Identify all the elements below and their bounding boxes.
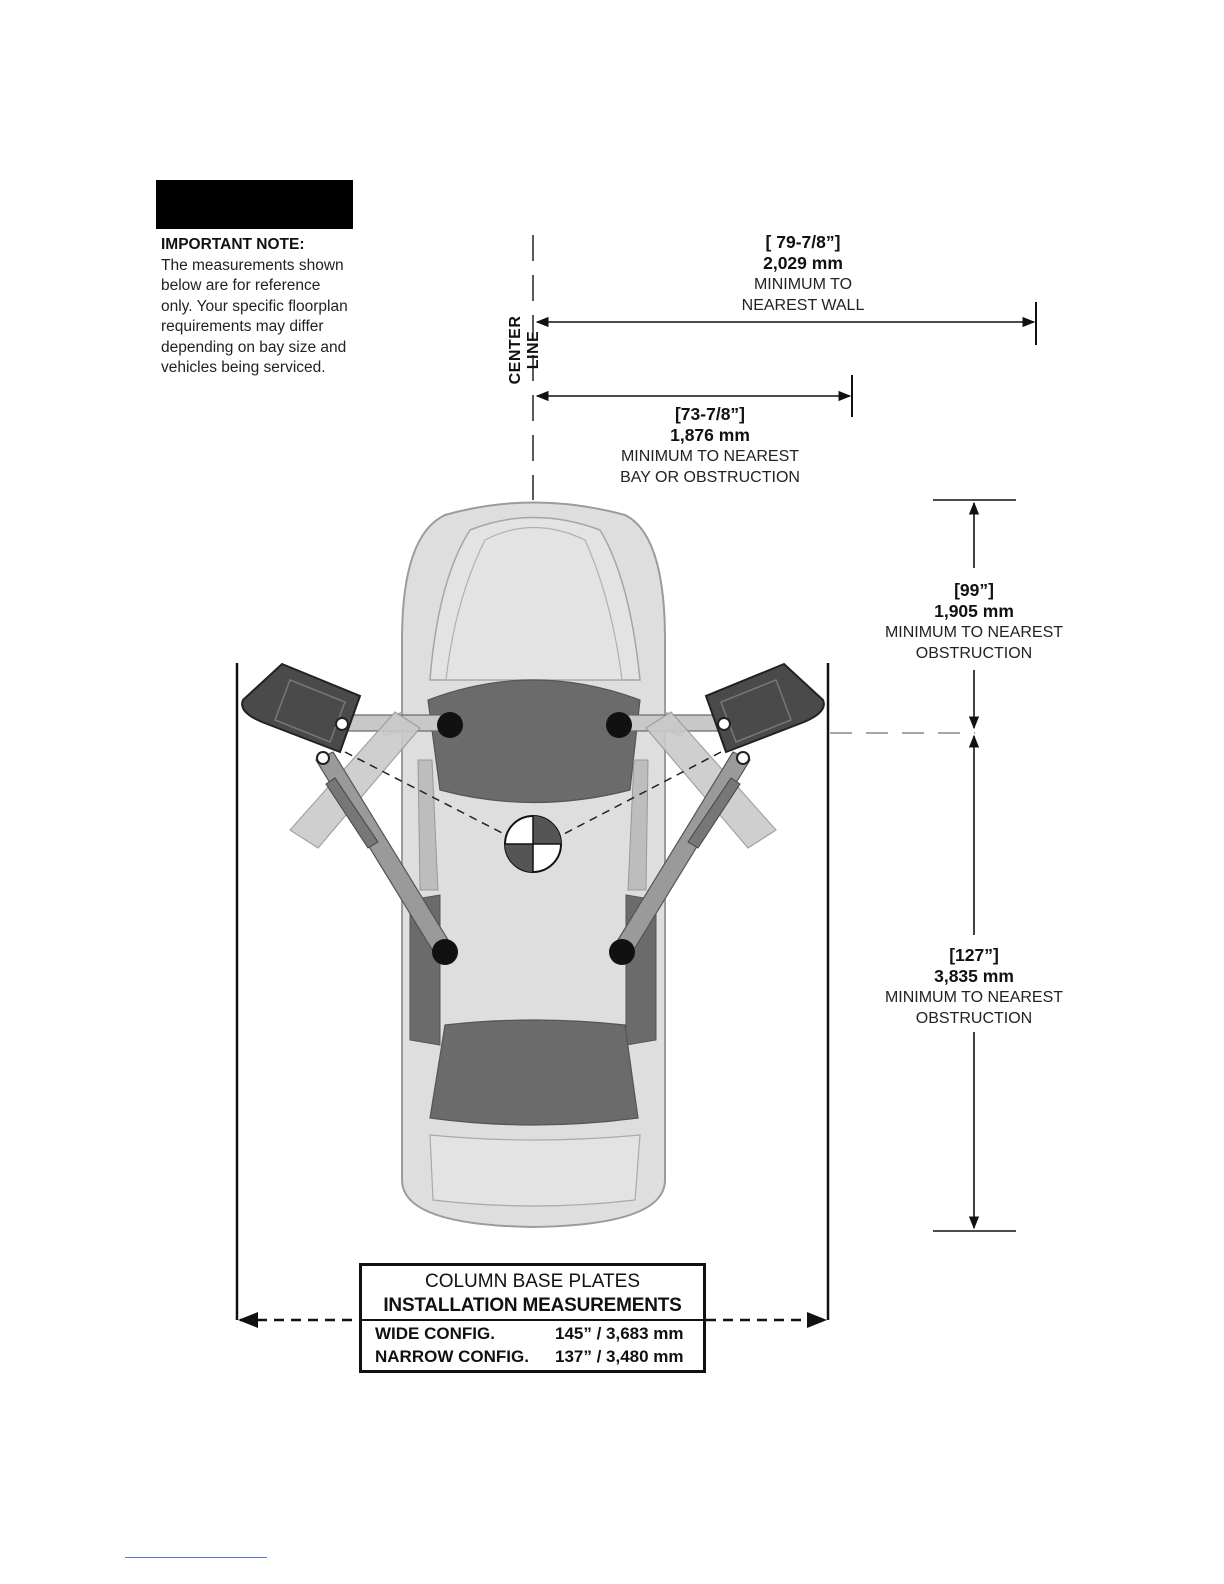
bay-dimension-label: [73-7/8”] 1,876 mm MINIMUM TO NEAREST BA…	[600, 404, 820, 488]
center-of-gravity-icon	[504, 815, 562, 873]
rear-dimension-inches: [127”]	[949, 945, 999, 965]
wall-dimension-mm: 2,029 mm	[763, 253, 843, 273]
rear-dimension-mm: 3,835 mm	[934, 966, 1014, 986]
front-dimension-label: [99”] 1,905 mm MINIMUM TO NEAREST OBSTRU…	[874, 580, 1074, 664]
front-dimension-desc-1: MINIMUM TO NEAREST	[884, 624, 1064, 641]
note-line: The measurements shown	[161, 256, 344, 274]
wall-dimension-line	[535, 302, 1037, 345]
lift-column-left	[241, 662, 362, 765]
important-note: IMPORTANT NOTE: The measurements shown b…	[161, 235, 391, 379]
table-divider	[362, 1319, 703, 1321]
note-line: depending on bay size and	[161, 338, 347, 356]
front-dimension-inches: [99”]	[954, 580, 994, 600]
rear-dimension-label: [127”] 3,835 mm MINIMUM TO NEAREST OBSTR…	[874, 945, 1074, 1029]
rear-dimension-desc-2: OBSTRUCTION	[915, 1010, 1033, 1027]
front-dimension-line	[933, 499, 1016, 730]
bay-dimension-inches: [73-7/8”]	[674, 404, 746, 424]
lift-points	[432, 712, 635, 965]
header-bar	[156, 180, 353, 229]
row-label: NARROW CONFIG.	[375, 1347, 529, 1366]
table-row: NARROW CONFIG. 137” / 3,480 mm	[362, 1347, 703, 1367]
center-line-label: CENTER LINE	[507, 315, 542, 385]
note-line: requirements may differ	[161, 318, 324, 335]
wall-dimension-inches: [ 79-7/8”]	[765, 232, 841, 252]
wall-dimension-desc-2: NEAREST WALL	[741, 297, 865, 314]
note-line: below are for reference	[161, 277, 321, 294]
lift-column-right	[704, 662, 825, 765]
note-line: vehicles being serviced.	[161, 359, 326, 376]
front-dimension-desc-2: OBSTRUCTION	[915, 645, 1033, 662]
row-value: 137” / 3,480 mm	[555, 1347, 684, 1366]
rear-dimension-desc-1: MINIMUM TO NEAREST	[884, 989, 1064, 1006]
table-row: WIDE CONFIG. 145” / 3,683 mm	[362, 1324, 703, 1344]
bay-dimension-desc-1: MINIMUM TO NEAREST	[620, 448, 800, 465]
wall-dimension-label: [ 79-7/8”] 2,029 mm MINIMUM TO NEAREST W…	[703, 232, 903, 316]
front-dimension-mm: 1,905 mm	[934, 601, 1014, 621]
note-heading: IMPORTANT NOTE:	[161, 236, 305, 253]
table-subtitle: INSTALLATION MEASUREMENTS	[383, 1295, 682, 1316]
bay-dimension-mm: 1,876 mm	[670, 425, 750, 445]
note-line: only. Your specific floorplan	[161, 297, 348, 315]
table-title: COLUMN BASE PLATES	[424, 1271, 641, 1292]
bay-dimension-desc-2: BAY OR OBSTRUCTION	[620, 469, 800, 486]
lift-arms	[289, 711, 777, 957]
rear-dimension-line	[933, 734, 1016, 1232]
installation-measurements-table: COLUMN BASE PLATES INSTALLATION MEASUREM…	[359, 1263, 706, 1373]
footer-rule	[125, 1557, 267, 1558]
center-of-gravity-lines	[344, 751, 722, 837]
row-value: 145” / 3,683 mm	[555, 1324, 684, 1343]
bay-dimension-line	[535, 375, 853, 417]
row-label: WIDE CONFIG.	[375, 1324, 495, 1343]
wall-dimension-desc-1: MINIMUM TO	[753, 276, 853, 293]
